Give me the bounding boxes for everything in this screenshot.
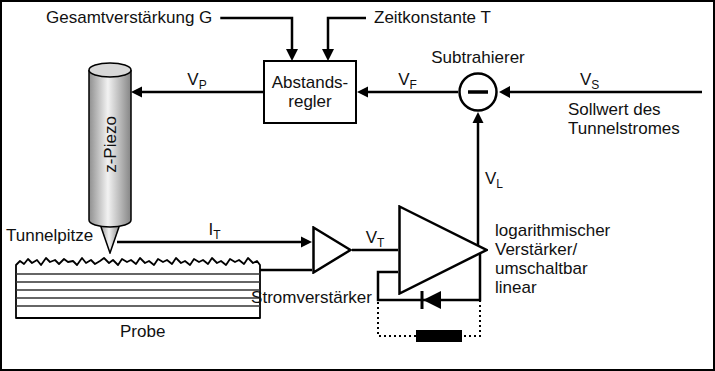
sample-wire (260, 269, 312, 272)
text-label: Probe (118, 322, 167, 341)
diode-symbol (423, 291, 441, 309)
tunnel-tip (100, 224, 120, 253)
edge-label-box: VL (483, 169, 505, 189)
subtractor-circle: Subtrahierer (416, 48, 540, 112)
minus-sign (468, 90, 488, 94)
text-label: Tunnelpitze (4, 226, 95, 245)
connector (352, 250, 398, 251)
edge-label-box: VF (396, 70, 419, 90)
sample-layer (16, 289, 260, 290)
amplifier-outline (400, 207, 487, 294)
setpoint-wire (509, 91, 702, 94)
piezo-top (89, 63, 131, 77)
arrowhead (473, 112, 484, 123)
text-label: Zeitkonstante T (372, 8, 493, 27)
sample-layer (16, 297, 260, 298)
time-constant-wire (328, 18, 366, 50)
diode-bar (421, 291, 424, 309)
text-label: VS (578, 70, 601, 89)
edge-label-box: VT (364, 228, 387, 248)
circle-outline (460, 74, 497, 111)
node-text: Abstands- regler (267, 73, 353, 111)
arrowhead (357, 87, 368, 98)
sample-layer (16, 305, 260, 306)
connector-line (477, 122, 480, 245)
sample-layers (16, 274, 260, 306)
label-box: Sollwert des Tunnelstromes (566, 100, 696, 139)
node-text: z-Piezo (101, 62, 120, 228)
text-label: Gesamtverstärkung G (44, 8, 214, 27)
connector-line (352, 249, 398, 252)
amplifier-outline (314, 228, 351, 273)
arrowhead (499, 86, 510, 98)
label-box: Gesamtverstärkung G (44, 8, 214, 28)
node-text: logarithmischer Verstärker/ umschaltbar … (495, 221, 627, 297)
signal-name: VT (364, 228, 387, 247)
node-text: Stromverstärker (220, 288, 372, 307)
signal-name: IT (206, 220, 222, 239)
sample-layer (16, 281, 260, 282)
switch-resistor-symbol (416, 330, 462, 342)
amplifier-triangle: logarithmischer Verstärker/ umschaltbar … (398, 205, 698, 301)
sample-layer (16, 273, 260, 274)
label-box: Tunnelpitze (4, 226, 95, 246)
node-text: Subtrahierer (416, 48, 540, 67)
connector (473, 112, 484, 245)
signal-name: VF (396, 70, 419, 89)
connector-line (117, 241, 302, 244)
gain-wire (220, 18, 292, 50)
label-box: VS (578, 70, 601, 90)
sample-body (16, 258, 260, 318)
text-label: Sollwert des Tunnelstromes (566, 100, 696, 138)
label-box: Zeitkonstante T (372, 8, 493, 28)
circle-symbol (458, 72, 498, 112)
amplifier-symbol (398, 205, 488, 295)
arrowhead (301, 237, 312, 248)
arrowhead (131, 87, 142, 98)
label-box: Probe (118, 322, 167, 342)
signal-name: VL (483, 169, 505, 188)
edge-label-box: VP (185, 70, 208, 90)
amplifier-symbol (312, 226, 352, 274)
signal-name: VP (185, 70, 208, 89)
process-box: Abstands- regler (263, 60, 357, 124)
edge-label-box: IT (206, 220, 222, 240)
amplifier-triangle: Stromverstärker (220, 226, 372, 310)
